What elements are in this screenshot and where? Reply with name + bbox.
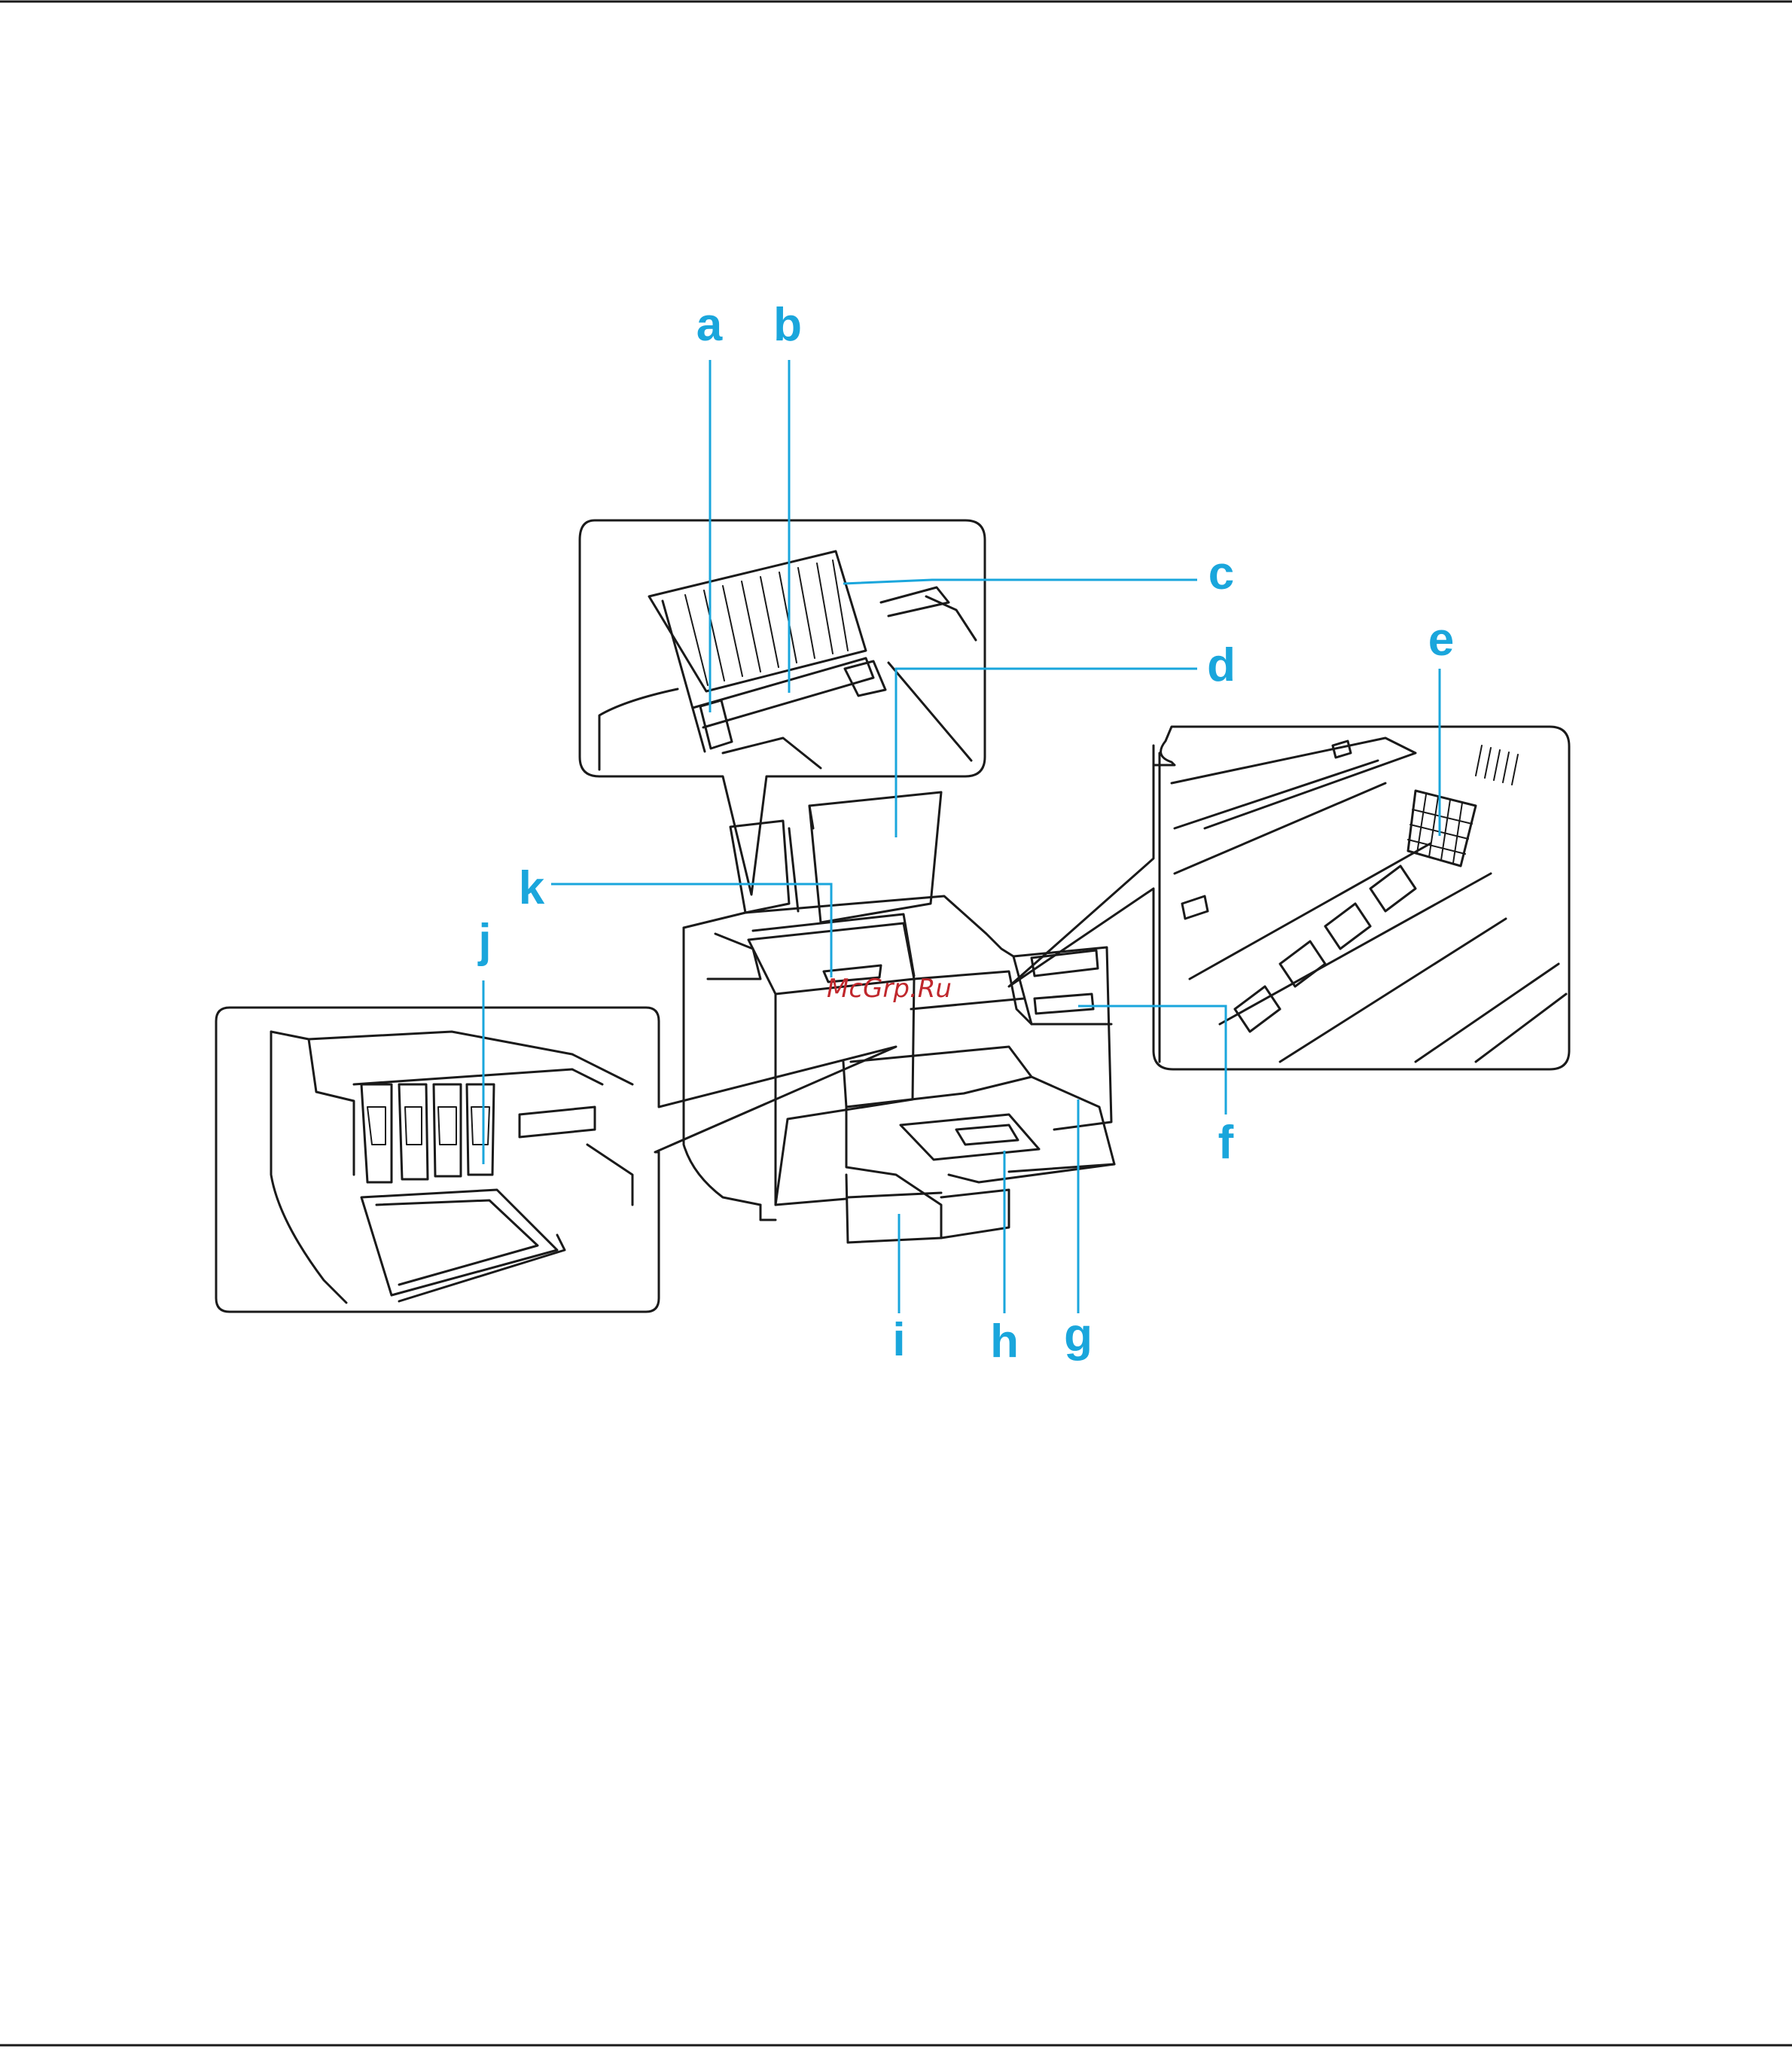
- watermark-text: McGrp.Ru: [827, 974, 952, 1004]
- callout-a: a: [696, 299, 723, 351]
- ink-cartridge-inset: [216, 1008, 896, 1312]
- callout-e: e: [1428, 614, 1454, 666]
- printer-inside-inset: [1009, 727, 1569, 1069]
- callout-j: j: [477, 915, 491, 967]
- leader-c: [843, 580, 1197, 584]
- callout-d: d: [1207, 639, 1236, 691]
- callout-k: k: [519, 862, 545, 914]
- rear-feeder-inset: [580, 520, 985, 895]
- callout-f: f: [1218, 1117, 1234, 1169]
- callout-i: i: [892, 1314, 905, 1366]
- leader-d: [896, 669, 1197, 837]
- callout-c: c: [1208, 547, 1234, 599]
- callout-g: g: [1064, 1310, 1093, 1361]
- leader-f: [1078, 1006, 1226, 1114]
- callout-b: b: [773, 299, 802, 351]
- printer-body: [684, 792, 1114, 1243]
- callout-h: h: [990, 1316, 1019, 1368]
